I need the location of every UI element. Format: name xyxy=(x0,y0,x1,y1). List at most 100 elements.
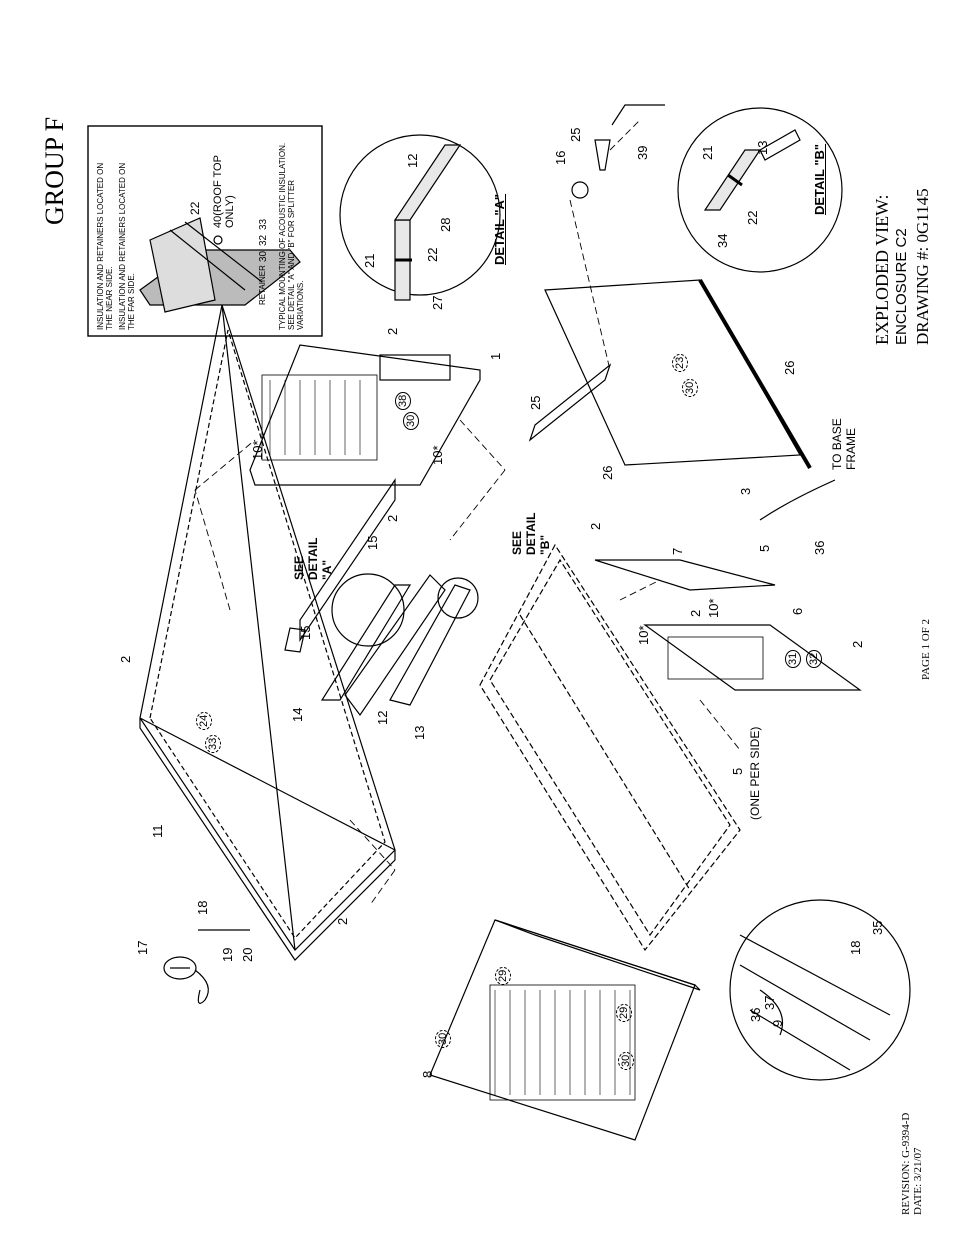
legend-far-side: INSULATION AND RETAINERS LOCATED ON THE … xyxy=(118,162,136,330)
detail-b-drawing xyxy=(703,129,801,211)
part-8-front-panel xyxy=(429,919,701,1141)
see-detail-a: SEE DETAIL "A" xyxy=(292,537,334,580)
legend-box xyxy=(87,125,323,337)
circled-31: 31 xyxy=(785,649,801,668)
part-2-label-g: 2 xyxy=(335,917,350,925)
one-per-side: (ONE PER SIDE) xyxy=(748,726,762,820)
part-5-label: 5 xyxy=(757,544,772,552)
part-10-label-d: 10* xyxy=(706,598,721,618)
part-8-label: 8 xyxy=(420,1070,435,1078)
part-3-door-panel xyxy=(528,278,812,470)
legend-roof-top: 40(ROOF TOP ONLY) xyxy=(212,155,236,228)
part-6-label: 6 xyxy=(790,607,805,615)
see-detail-b: SEE DETAIL "B" xyxy=(510,512,552,555)
part-15-label-b: 15 xyxy=(365,535,380,550)
enlarged-view-circle xyxy=(729,899,911,1081)
dashed-leaders xyxy=(194,119,741,906)
detail-b-label: DETAIL "B" xyxy=(812,143,827,215)
part-28-label: 28 xyxy=(438,217,453,232)
part-2-label-d: 2 xyxy=(118,655,133,663)
legend-insulation-sketch xyxy=(139,217,301,313)
circled-30: 30 xyxy=(435,1029,451,1048)
circled-29: 29 xyxy=(495,966,511,985)
group-title: GROUP F xyxy=(40,116,69,225)
detail-a-drawing xyxy=(393,144,462,301)
part-2-label-c: 2 xyxy=(588,522,603,530)
part-18-label-b: 18 xyxy=(848,940,863,955)
part-39-label: 39 xyxy=(635,145,650,160)
part-25-label: 25 xyxy=(528,395,543,410)
part-25-label-b: 25 xyxy=(568,127,583,142)
part-21-label: 21 xyxy=(362,253,377,268)
page-label: PAGE 1 OF 2 xyxy=(920,618,932,680)
part-35-label: 35 xyxy=(870,920,885,935)
circled-30-c: 30 xyxy=(682,378,698,397)
part-36-label: 36 xyxy=(812,540,827,555)
part-34-label: 34 xyxy=(715,233,730,248)
date-label: DATE: 3/21/07 xyxy=(912,1147,924,1215)
part-27-label: 27 xyxy=(430,295,445,310)
title-line-1: EXPLODED VIEW: xyxy=(872,194,892,345)
revision-label: REVISION: G-9394-D xyxy=(900,1112,912,1215)
part-10-label: 10* xyxy=(250,440,265,460)
legend-typical: TYPICAL MOUNTING OF ACOUSTIC INSULATION.… xyxy=(278,142,305,330)
part-12-label-b: 12 xyxy=(375,710,390,725)
legend-retainer-32: 32 xyxy=(258,234,269,246)
part-18-label: 18 xyxy=(195,900,210,915)
part-15-label: 15 xyxy=(298,625,313,640)
part-13-label: 13 xyxy=(412,725,427,740)
part-13-label-b: 13 xyxy=(755,140,770,155)
detail-a-label: DETAIL "A" xyxy=(492,193,507,265)
part-10-label-b: 10* xyxy=(430,445,445,465)
part-10-label-c: 10* xyxy=(636,625,651,645)
circled-29-b: 29 xyxy=(616,1003,632,1022)
part-16-label: 16 xyxy=(553,150,568,165)
part-1-louvered-panel xyxy=(249,344,481,486)
circled-38: 38 xyxy=(395,391,411,410)
detail-a-circle xyxy=(339,134,501,296)
part-22-label: 22 xyxy=(425,247,440,262)
legend-item-22: 22 xyxy=(188,201,202,215)
part-37-label: 37 xyxy=(762,995,777,1010)
part-3-label: 3 xyxy=(738,487,753,495)
legend-retainer: RETAINER xyxy=(258,265,267,305)
circled-30-b: 30 xyxy=(618,1051,634,1070)
part-14-label: 14 xyxy=(290,707,305,722)
circled-30-d: 30 xyxy=(403,411,419,430)
enlarged-view-drawing xyxy=(739,934,891,1071)
part-6-louvered-panel xyxy=(643,624,862,691)
part-7-label: 7 xyxy=(670,547,685,555)
part-22-label-b: 22 xyxy=(745,210,760,225)
part-26-label-b: 26 xyxy=(600,465,615,480)
detail-b-circle xyxy=(677,107,843,273)
part-20-label: 20 xyxy=(240,947,255,962)
circled-33: 33 xyxy=(205,734,221,753)
to-base-frame: TO BASE FRAME xyxy=(830,418,858,470)
circled-23: 23 xyxy=(672,353,688,372)
circled-32: 32 xyxy=(806,649,822,668)
circled-24: 24 xyxy=(196,711,212,730)
part-17-lifting-ring xyxy=(163,929,250,1004)
legend-near-side: INSULATION AND RETAINERS LOCATED ON THE … xyxy=(96,162,114,330)
part-2-label-e: 2 xyxy=(688,609,703,617)
part-9-label: 9 xyxy=(770,1019,785,1027)
detail-a-callout-circle xyxy=(331,573,405,647)
part-1-label: 1 xyxy=(488,352,503,360)
part-17-label: 17 xyxy=(135,940,150,955)
part-26-label: 26 xyxy=(782,360,797,375)
cable-36 xyxy=(759,479,836,521)
part-2-label: 2 xyxy=(385,327,400,335)
splitter-parts xyxy=(284,478,479,717)
part-2-label-b: 2 xyxy=(385,514,400,522)
part-5-label-b: 5 xyxy=(730,767,745,775)
legend-retainer-30: 30 xyxy=(258,250,269,262)
hardware-16-25-39 xyxy=(571,104,665,199)
part-11-label: 11 xyxy=(150,824,165,839)
part-2-label-f: 2 xyxy=(850,640,865,648)
part-11-roof-panel xyxy=(139,304,396,961)
part-19-label: 19 xyxy=(220,947,235,962)
part-36-label-b: 36 xyxy=(748,1007,763,1022)
legend-retainer-33: 33 xyxy=(258,218,269,230)
